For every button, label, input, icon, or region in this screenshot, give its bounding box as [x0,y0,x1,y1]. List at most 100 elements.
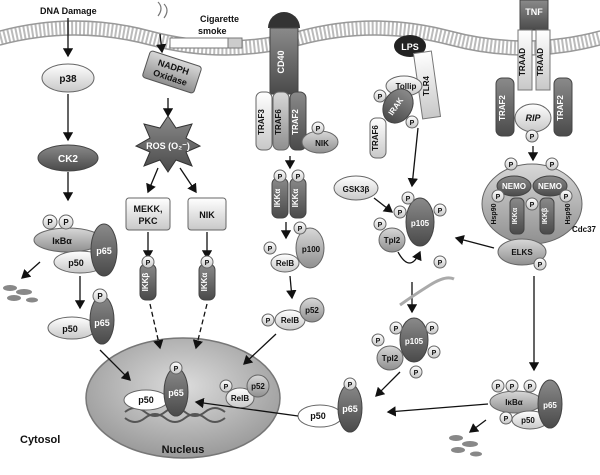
svg-text:P: P [376,338,381,345]
svg-text:Tpl2: Tpl2 [384,236,401,245]
ikba-complex-right: IκBα p50 p65 P P P P [489,379,563,430]
svg-text:P: P [509,162,514,169]
svg-text:P: P [296,174,301,181]
p105-tpl2-top: p105 Tpl2 P P P P P [373,191,447,269]
svg-text:p100: p100 [302,245,321,254]
svg-text:P: P [174,366,179,373]
svg-text:P: P [430,326,435,333]
svg-text:P: P [97,292,103,301]
svg-text:p50: p50 [62,324,78,334]
svg-text:P: P [278,174,283,181]
svg-text:IKKβ: IKKβ [542,207,549,224]
svg-text:NIK: NIK [199,210,215,220]
ikkb-node: IKKβ P [139,255,157,301]
svg-text:p52: p52 [251,382,265,391]
svg-text:P: P [63,218,69,227]
svg-text:TNF: TNF [525,7,543,17]
p105-tpl2-bottom: p105 Tpl2 P P P P P [371,317,441,379]
svg-text:P: P [414,370,419,377]
svg-text:ROS (O₂⁻): ROS (O₂⁻) [146,141,190,151]
relb-p52-complex: RelB p52 P [261,297,325,331]
svg-text:p50: p50 [138,395,154,405]
svg-text:P: P [224,384,229,391]
relb-p100-complex: p100 RelB P P [263,221,325,273]
ck2-node: CK2 [58,154,78,165]
svg-text:TRAF6: TRAF6 [274,109,283,135]
svg-text:TRAAD: TRAAD [518,48,527,76]
svg-text:IKKβ: IKKβ [141,273,150,292]
svg-text:TRAF2: TRAF2 [291,109,300,135]
ros-burst: ROS (O₂⁻) [134,115,202,173]
svg-text:TRAAD: TRAAD [536,48,545,76]
svg-text:P: P [378,222,383,229]
degraded-fragments-left [3,285,38,303]
svg-text:P: P [530,134,535,141]
svg-text:P: P [510,384,515,391]
cigarette-label: Cigarette [200,14,239,24]
svg-text:p50: p50 [310,411,326,421]
smoke-label: smoke [198,26,227,36]
svg-text:IKKα: IKKα [291,189,300,208]
svg-text:IκBα: IκBα [52,236,72,246]
nik-node-left: NIK [187,197,227,231]
cd40-receptor: CD40 [268,12,300,95]
elks-node: ELKS P [497,238,547,271]
svg-text:p52: p52 [305,306,319,315]
svg-text:P: P [504,416,509,423]
tnf-receptor: TNF TRAAD TRAAD TRAF2 TRAF2 RIP P [495,0,573,143]
svg-text:p65: p65 [543,401,557,410]
svg-text:P: P [298,226,303,233]
svg-text:IκBα: IκBα [505,398,522,407]
lps-tlr4: LPS TLR4 Tollip IRAK P P TRAF6 [369,35,442,159]
svg-text:CD40: CD40 [276,50,286,73]
svg-text:p50: p50 [68,258,84,268]
svg-text:RIP: RIP [525,113,541,123]
svg-text:P: P [47,218,53,227]
cigarette: Cigarette smoke [157,1,243,49]
nucleus-label: Nucleus [162,444,205,456]
mekk-pkc-node: MEKK, PKC [125,197,171,231]
p50-p65-left: p50 p65 P [47,288,115,345]
svg-text:IKKα: IKKα [273,189,282,208]
ikba-complex-left: IκBα p50 p65 P P [33,214,118,277]
svg-text:p65: p65 [168,388,184,398]
svg-text:P: P [268,246,273,253]
svg-text:Cdc37: Cdc37 [572,225,597,234]
svg-text:RelB: RelB [276,259,294,268]
svg-text:IKKα: IKKα [512,207,519,224]
svg-text:P: P [438,208,443,215]
ikka-dimer-cd40: IKKα IKKα P P [271,169,307,219]
svg-text:MEKK,: MEKK, [134,204,163,214]
svg-text:NEMO: NEMO [502,182,526,191]
svg-text:P: P [496,384,501,391]
svg-text:P: P [432,350,437,357]
svg-text:Tpl2: Tpl2 [382,354,399,363]
svg-text:ELKS: ELKS [511,248,533,257]
svg-text:p65: p65 [94,318,110,328]
svg-text:p50: p50 [521,416,535,425]
svg-text:TLR4: TLR4 [422,75,431,96]
svg-text:P: P [394,326,399,333]
ikk-complex: NEMO NEMO IKKα IKKβ Hsp90 Hsp90 Cdc37 P … [481,157,597,245]
svg-text:P: P [406,196,411,203]
nuclear-complex: p50 p65 P RelB p52 P [123,361,270,417]
svg-text:NIK: NIK [315,139,329,148]
svg-text:TRAF2: TRAF2 [498,95,507,121]
degraded-fragments-right [449,435,482,457]
svg-text:P: P [530,202,535,209]
svg-text:P: P [410,120,415,127]
svg-text:P: P [146,260,151,267]
cell-membrane [0,20,600,56]
svg-text:IKKα: IKKα [200,273,209,292]
svg-text:P: P [550,162,555,169]
svg-text:TRAF6: TRAF6 [371,125,380,151]
svg-text:Tollip: Tollip [396,82,417,91]
svg-text:LPS: LPS [401,42,419,52]
svg-text:p105: p105 [411,219,430,228]
svg-text:p65: p65 [96,246,112,256]
ikka-node-left: IKKα P [198,255,216,301]
svg-text:Hsp90: Hsp90 [565,203,572,224]
svg-text:p105: p105 [405,337,424,346]
